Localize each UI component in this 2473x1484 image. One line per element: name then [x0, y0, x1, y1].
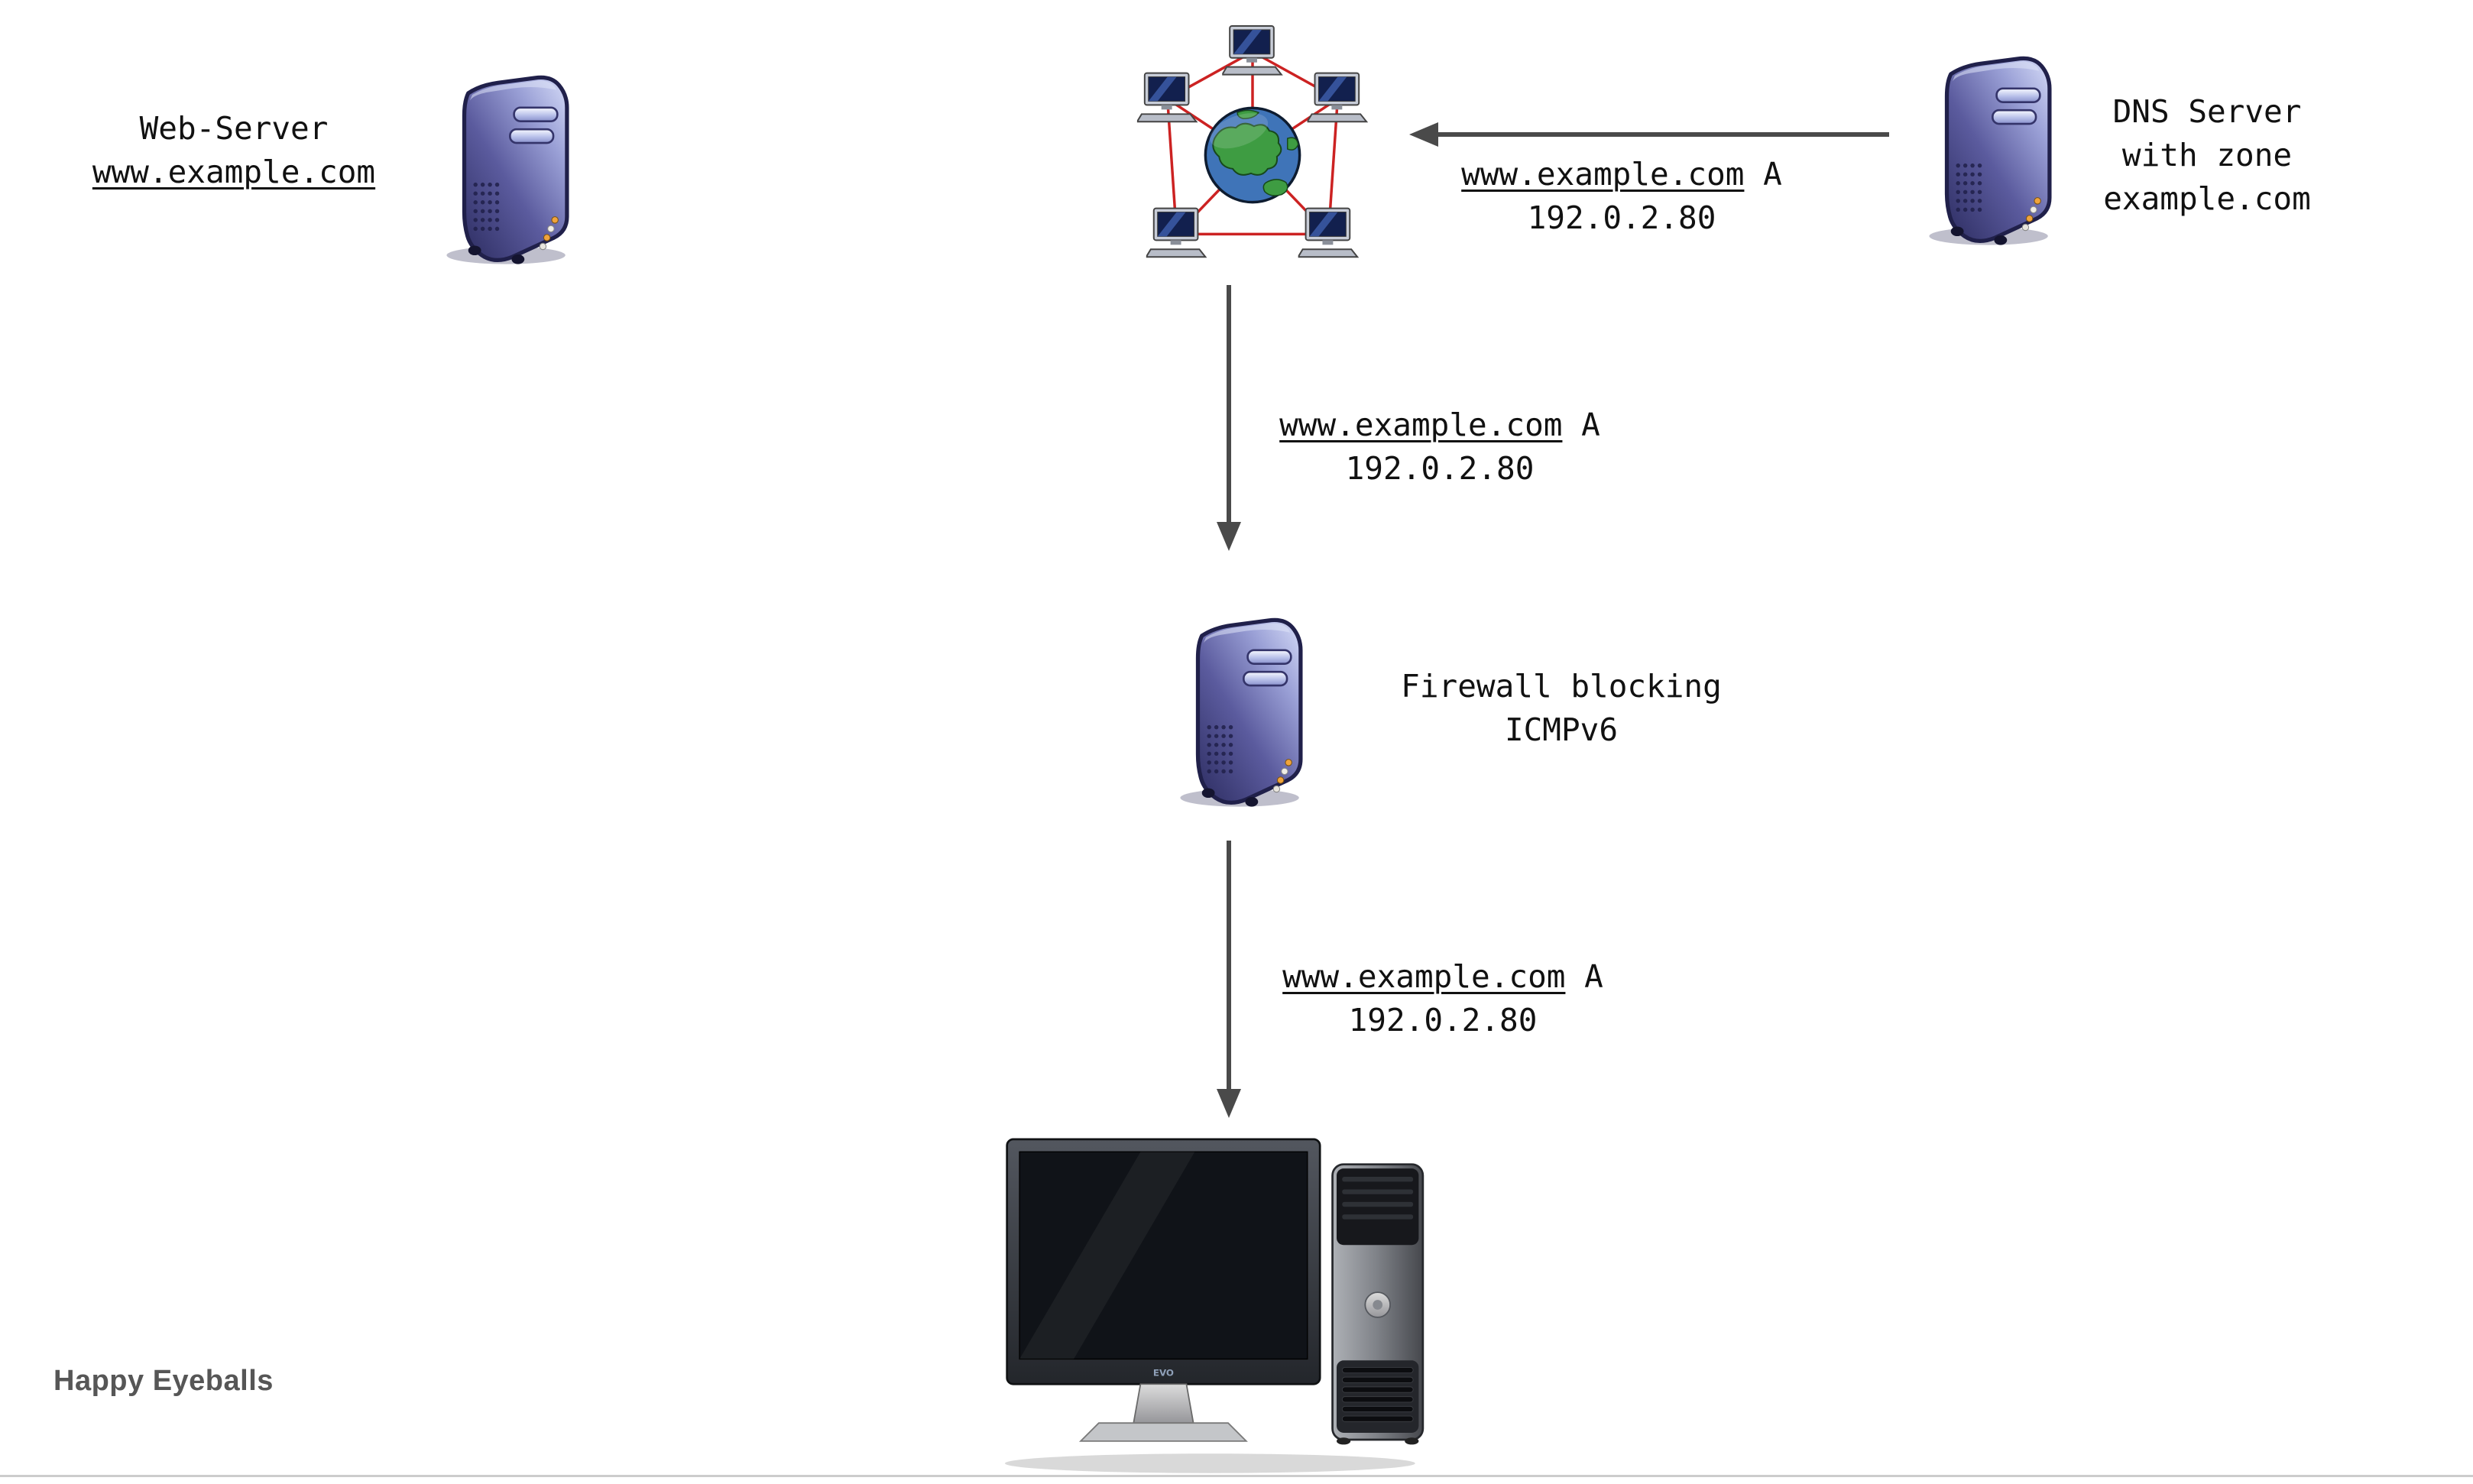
- dns-response-record-line: www.example.com A: [1423, 153, 1820, 196]
- networked-pc-icon: [1146, 207, 1207, 258]
- client-desktop-icon: EVO: [1004, 1138, 1424, 1473]
- bottom-edge-line: [0, 1475, 2473, 1477]
- globe-icon: [1204, 106, 1301, 204]
- dns-response-record-type: A: [1763, 156, 1782, 193]
- dns-server-zone-text: with zone: [2121, 137, 2293, 173]
- ftc-record-line: www.example.com A: [1244, 955, 1642, 999]
- web-server-icon: [424, 61, 585, 271]
- ftc-ip: 192.0.2.80: [1348, 1002, 1538, 1038]
- networked-pc-icon: [1222, 24, 1282, 76]
- diagram-caption: Happy Eyeballs: [53, 1365, 274, 1397]
- monitor-stand-neck: [1133, 1383, 1194, 1424]
- dns-response-label: www.example.com A 192.0.2.80: [1423, 153, 1820, 240]
- itf-record-line: www.example.com A: [1241, 403, 1638, 447]
- internet-icon: [1136, 24, 1368, 258]
- networked-pc-icon: [1307, 72, 1368, 123]
- dns-response-host: www.example.com: [1461, 156, 1745, 193]
- tower-icon: [1331, 1163, 1424, 1445]
- firewall-to-client-arrow: [1217, 841, 1241, 1118]
- firewall-label-line2: ICMPv6: [1504, 711, 1619, 748]
- monitor-stand-base: [1078, 1422, 1248, 1442]
- web-server-hostname: www.example.com: [92, 154, 376, 190]
- firewall-label: Firewall blocking ICMPv6: [1370, 665, 1752, 752]
- itf-record-type: A: [1581, 407, 1600, 443]
- dns-server-icon: [1907, 42, 2067, 252]
- dns-server-name: DNS Server: [2112, 93, 2302, 130]
- networked-pc-icon: [1136, 72, 1198, 123]
- web-server-name: Web-Server: [139, 110, 329, 147]
- ftc-host: www.example.com: [1282, 958, 1566, 995]
- monitor-brand-text: EVO: [1153, 1367, 1174, 1378]
- monitor-icon: EVO: [1006, 1138, 1321, 1442]
- itf-host: www.example.com: [1279, 407, 1563, 443]
- dns-server-label: DNS Server with zone example.com: [2062, 90, 2352, 221]
- itf-ip: 192.0.2.80: [1345, 450, 1535, 487]
- firewall-label-line1: Firewall blocking: [1401, 668, 1722, 705]
- firewall-to-client-label: www.example.com A 192.0.2.80: [1244, 955, 1642, 1042]
- web-server-label: Web-Server www.example.com: [81, 107, 387, 194]
- dns-response-arrow: [1409, 122, 1889, 147]
- internet-to-firewall-label: www.example.com A 192.0.2.80: [1241, 403, 1638, 491]
- dns-response-ip: 192.0.2.80: [1527, 199, 1716, 236]
- networked-pc-icon: [1298, 207, 1359, 258]
- dns-server-zone-domain: example.com: [2103, 180, 2311, 217]
- ftc-record-type: A: [1584, 958, 1603, 995]
- desktop-shadow: [1004, 1453, 1415, 1473]
- firewall-icon: [1158, 604, 1318, 814]
- internet-to-firewall-arrow: [1217, 285, 1241, 551]
